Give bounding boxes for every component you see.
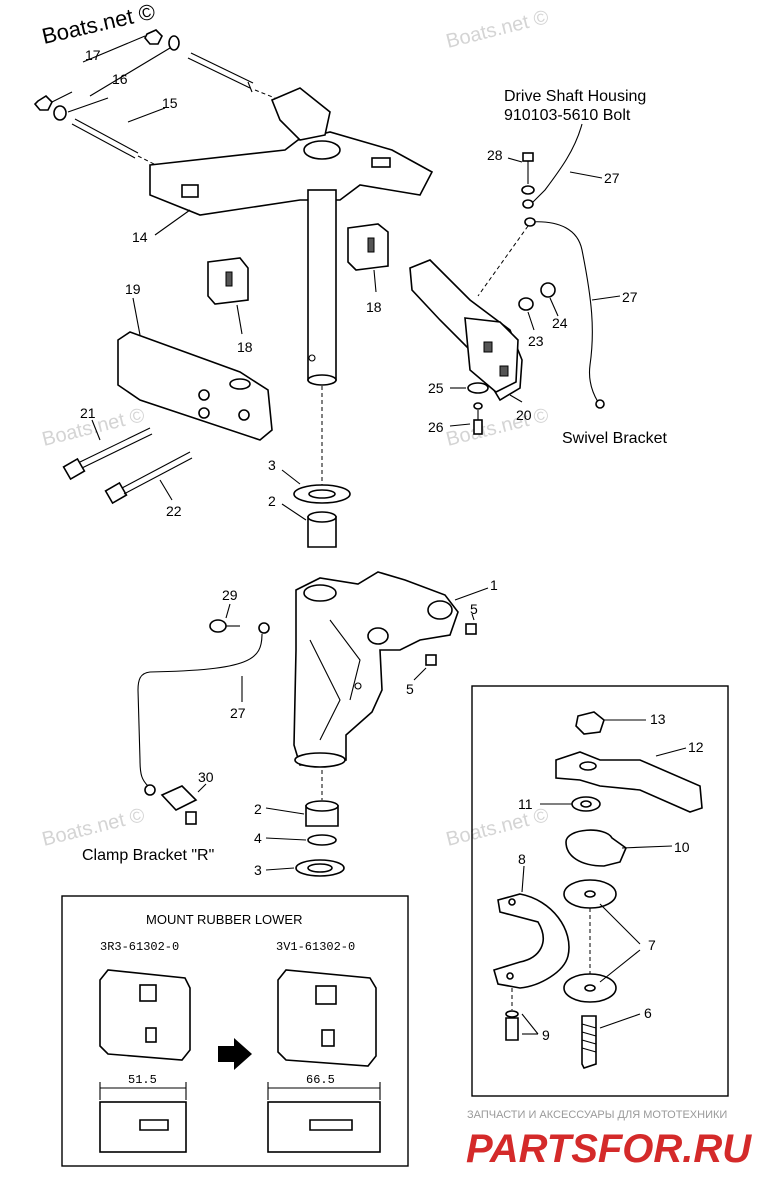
arrow-right-icon	[218, 1038, 252, 1070]
callout-28: 28	[487, 147, 503, 163]
callout-18a: 18	[237, 339, 253, 355]
clamp-bracket	[293, 571, 459, 768]
callout-20: 20	[516, 407, 532, 423]
callout-10: 10	[674, 839, 690, 855]
callout-4: 4	[254, 830, 262, 846]
callout-27c: 27	[230, 705, 246, 721]
callout-1: 1	[490, 577, 498, 593]
watermark-low-right: Boats.net ©	[444, 804, 551, 851]
tilt-arm-8	[493, 893, 570, 989]
callout-9: 9	[542, 1027, 550, 1043]
old-part-number: 3R3-61302-0	[100, 940, 179, 954]
callout-19: 19	[125, 281, 141, 297]
new-mount-rubber	[277, 969, 377, 1067]
tilt-lock-kit-box	[471, 685, 729, 1097]
label-clamp-bracket: Clamp Bracket "R"	[82, 847, 214, 864]
callout-8: 8	[518, 851, 526, 867]
callout-26: 26	[428, 419, 444, 435]
screw-29	[209, 619, 240, 633]
callout-15: 15	[162, 95, 178, 111]
footer-tagline: ЗАПЧАСТИ И АКСЕССУАРЫ ДЛЯ МОТОТЕХНИКИ	[467, 1109, 727, 1121]
callout-7: 7	[648, 937, 656, 953]
bolt-15-group	[33, 29, 281, 167]
callout-30: 30	[198, 769, 214, 785]
ground-wire-27-top	[477, 123, 605, 409]
stud-6	[581, 1015, 597, 1069]
callout-2b: 2	[254, 801, 262, 817]
mount-rubber-lower-box	[61, 895, 409, 1167]
bolt-26	[473, 402, 483, 435]
screw-5-upper	[465, 623, 477, 635]
callout-3a: 3	[268, 457, 276, 473]
bolt-9	[505, 1010, 519, 1041]
callout-5a: 5	[470, 601, 478, 617]
ground-wire-27-lower	[137, 622, 270, 796]
callout-22: 22	[166, 503, 182, 519]
old-width-dimension	[99, 1082, 187, 1153]
label-swivel-bracket: Swivel Bracket	[562, 430, 667, 447]
label-drive-shaft-housing: Drive Shaft Housing	[504, 88, 646, 105]
callout-5b: 5	[406, 681, 414, 697]
spacer-7-lower	[563, 973, 617, 1003]
mount-rubber-title: MOUNT RUBBER LOWER	[146, 912, 303, 927]
washer-23	[518, 297, 534, 311]
callout-16: 16	[112, 71, 128, 87]
old-width-label: 51.5	[128, 1073, 157, 1087]
callout-25: 25	[428, 380, 444, 396]
new-part-number: 3V1-61302-0	[276, 940, 355, 954]
bushing-lower	[305, 800, 339, 827]
callout-3b: 3	[254, 862, 262, 878]
callout-27a: 27	[604, 170, 620, 186]
nut-24	[540, 282, 556, 298]
callout-18b: 18	[366, 299, 382, 315]
bolt-22	[104, 451, 193, 505]
old-mount-rubber	[99, 969, 191, 1061]
mount-rubber-right	[347, 223, 389, 271]
thrust-washer-upper	[293, 484, 351, 504]
tilt-lever-12	[555, 751, 703, 813]
o-ring-4	[307, 834, 337, 846]
washer-11	[571, 796, 601, 812]
washer-25	[467, 382, 489, 394]
clip-30	[160, 785, 198, 825]
bushing-upper	[307, 511, 337, 548]
swivel-bracket-part	[409, 259, 523, 402]
footer-brand: PARTSFOR.RU	[466, 1127, 752, 1171]
bolt-28	[521, 152, 535, 195]
callout-21: 21	[80, 405, 96, 421]
callout-12: 12	[688, 739, 704, 755]
label-bolt-part: 910103-5610 Bolt	[504, 107, 631, 124]
callout-23: 23	[528, 333, 544, 349]
callout-13: 13	[650, 711, 666, 727]
callout-27b: 27	[622, 289, 638, 305]
callout-24: 24	[552, 315, 568, 331]
new-width-label: 66.5	[306, 1073, 335, 1087]
bolt-21	[62, 427, 153, 481]
watermark-mid-right: Boats.net ©	[444, 404, 551, 451]
callout-17: 17	[85, 47, 101, 63]
callout-14: 14	[132, 229, 148, 245]
callout-29: 29	[222, 587, 238, 603]
new-width-dimension	[267, 1082, 381, 1153]
thrust-washer-lower	[295, 859, 345, 877]
watermark-top-right: Boats.net ©	[444, 6, 551, 53]
callout-2a: 2	[268, 493, 276, 509]
steering-bracket	[149, 87, 434, 386]
watermark-top-left: Boats.net ©	[40, 0, 158, 49]
watermark-low-left: Boats.net ©	[40, 804, 147, 851]
callout-6: 6	[644, 1005, 652, 1021]
nut-13	[575, 711, 605, 735]
screw-5-lower	[425, 654, 437, 666]
callout-11: 11	[518, 796, 533, 812]
tilt-plate-10	[565, 829, 627, 867]
spacer-7-upper	[563, 879, 617, 909]
mount-rubber-left	[207, 257, 249, 305]
mount-housing	[117, 331, 273, 441]
